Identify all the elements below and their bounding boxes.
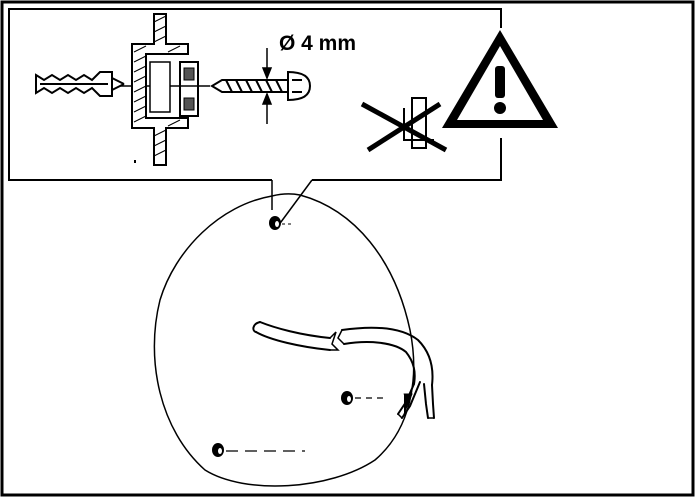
washer-icon (179, 61, 199, 117)
screw-diameter-label: Ø 4 mm (279, 32, 356, 55)
stray-mark (134, 160, 136, 163)
detail-panel (8, 8, 502, 181)
mounting-holes (212, 216, 388, 457)
mounting-hole-top (269, 216, 292, 230)
wall-plug-icon (35, 71, 125, 97)
screw-icon (210, 70, 312, 102)
dimension-arrows (261, 48, 273, 124)
no-hammer-icon (360, 97, 448, 153)
mounting-hole-right (341, 391, 388, 405)
mounting-base (153, 193, 415, 487)
warning-triangle-icon (442, 30, 558, 128)
cable-icon (252, 321, 435, 419)
mounting-hole-bottom (212, 443, 305, 457)
wall-bracket-icon (131, 13, 189, 166)
leader-lines (271, 179, 313, 227)
